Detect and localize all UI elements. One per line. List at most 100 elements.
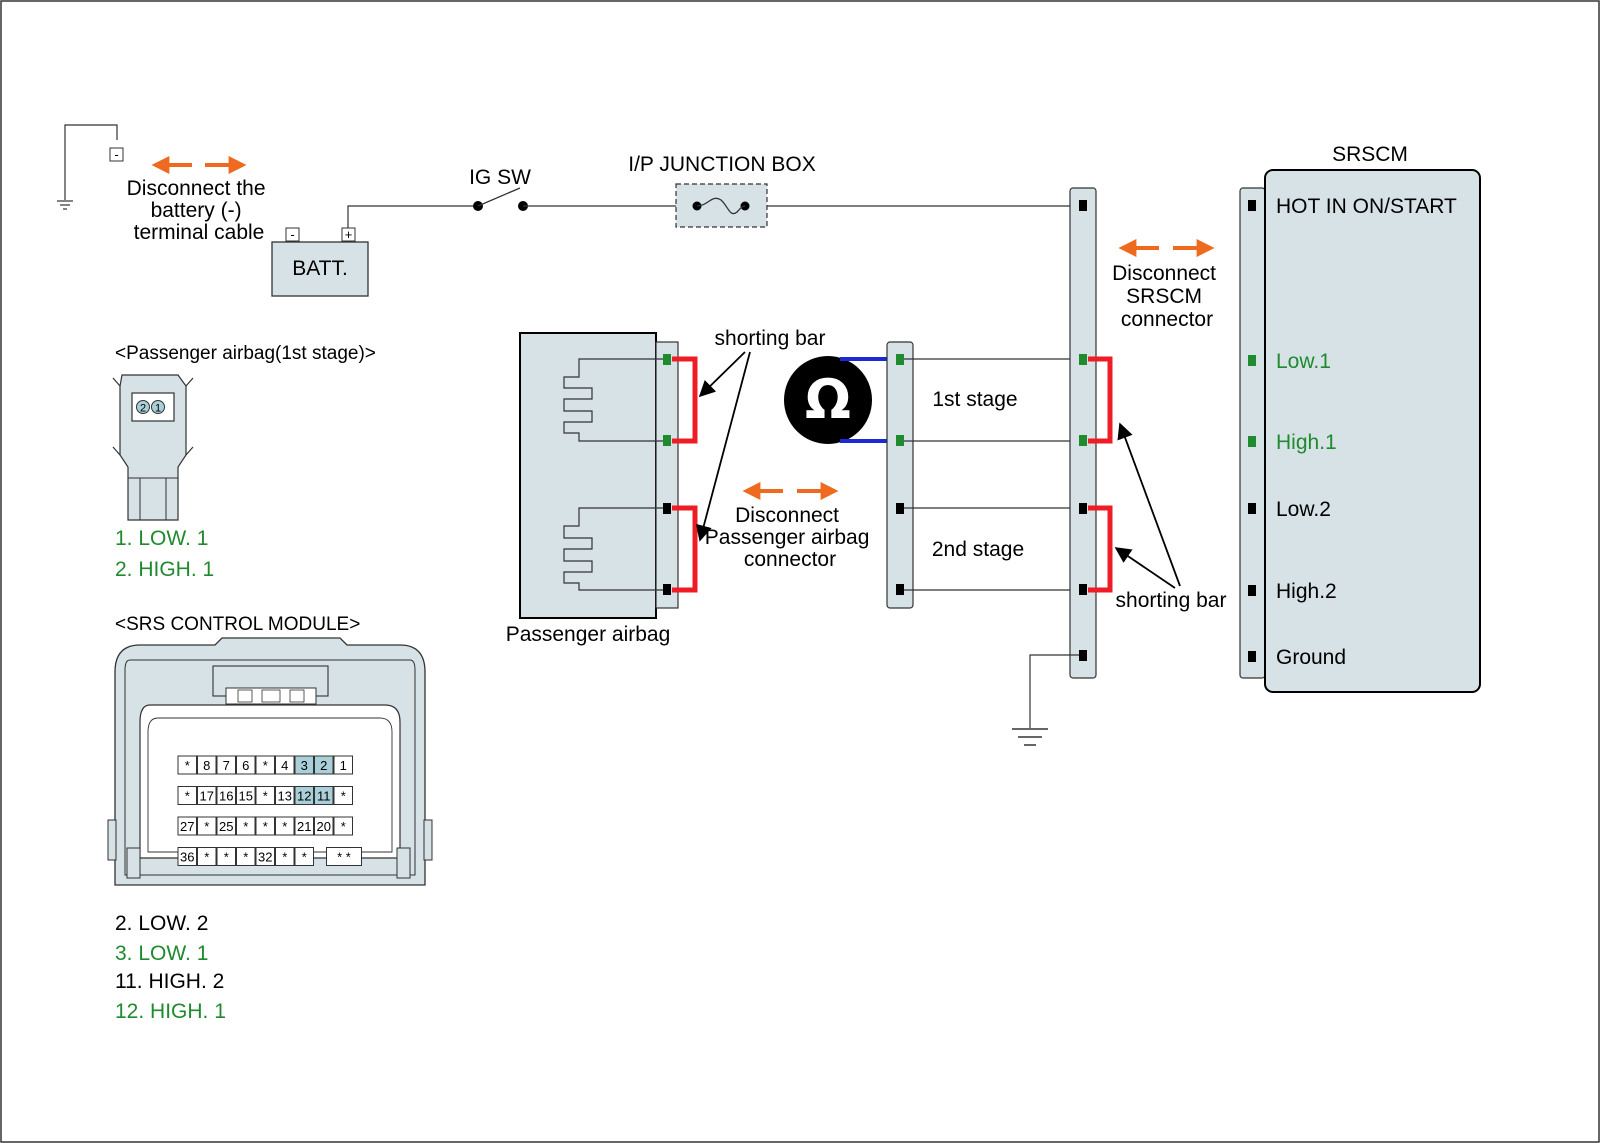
srs-pin-cell	[255, 847, 275, 866]
srscm-pin-label: Ground	[1276, 646, 1346, 669]
srscm-shorting-bar-1	[1088, 356, 1113, 444]
passenger-airbag-body	[519, 332, 657, 619]
srs-pin-number: * *	[337, 850, 351, 865]
passenger-airbag-label: Passenger airbag	[506, 623, 671, 646]
ig-switch-blade	[477, 187, 521, 207]
srs-pin-cell	[333, 816, 353, 836]
pa-terminal-4	[663, 584, 671, 595]
srs-pin-cell	[197, 847, 217, 866]
srs-pin-number: 12	[297, 789, 311, 804]
srs-pin-cell	[294, 816, 314, 836]
srs-pin-cell	[255, 816, 275, 836]
srs-pin-number: 20	[317, 819, 331, 834]
srs-pin-number: 8	[203, 758, 210, 773]
srs-pin-number: 11	[317, 789, 331, 804]
ip-junction-box	[675, 183, 768, 228]
srscm-connector-strip	[1239, 187, 1266, 679]
srscm-pin-terminal	[1248, 355, 1256, 366]
srscm-pin-terminal	[1248, 436, 1256, 447]
srs-pin-number: 21	[297, 819, 311, 834]
srs-pin-cell	[275, 786, 295, 805]
srs-pin-number: 4	[281, 758, 288, 773]
srs-pin-number: 17	[200, 789, 214, 804]
srs-pin-cell	[314, 786, 334, 805]
srs-pin-cell	[314, 816, 334, 836]
srs-pin-number: 13	[278, 789, 292, 804]
ohmmeter-icon	[784, 356, 872, 444]
svg-text:Ω: Ω	[805, 368, 851, 431]
passenger-airbag-connector-strip	[655, 341, 679, 609]
shorting-bar-arrow-4	[1114, 547, 1176, 589]
fuse-symbol	[696, 197, 746, 215]
srs-pin-cell	[236, 816, 256, 836]
srs-pin-number: *	[341, 789, 346, 804]
srs-pin-cell	[255, 786, 275, 805]
srscm-module: SRSCM HOT IN ON/STARTLow.1High.1Low.2Hig…	[1239, 143, 1481, 693]
passenger-pin-2	[136, 400, 150, 414]
shorting-bar-arrow-3	[1117, 422, 1181, 587]
srs-pin-number: *	[341, 819, 346, 834]
srscm-pin-label: High.2	[1276, 580, 1337, 603]
passenger-airbag-module: Passenger airbag	[506, 332, 698, 646]
srs-pin-cell	[216, 755, 236, 775]
passenger-connector-title: <Passenger airbag(1st stage)>	[115, 343, 376, 364]
srs-pin-number: *	[263, 758, 268, 773]
srs-pin-cell	[236, 786, 256, 805]
battery-minus-terminal	[285, 227, 300, 242]
second-stage-label: 2nd stage	[932, 538, 1024, 561]
srs-pin-cell	[275, 816, 295, 836]
srs-legend-3: 11. HIGH. 2	[115, 970, 224, 993]
srscm-pin-terminal	[1248, 503, 1256, 514]
pa-shorting-bar-1	[672, 356, 698, 444]
srs-pin-number: 7	[223, 758, 230, 773]
srs-pin-cell	[275, 847, 295, 866]
svg-text:+: +	[345, 227, 353, 242]
srs-pin-cell	[236, 847, 256, 866]
srs-pin-cell	[236, 755, 256, 775]
srs-pin-cell	[216, 786, 236, 805]
srs-pin-cell	[216, 816, 236, 836]
harness-connector-right	[1069, 187, 1097, 679]
srscm-pin-label: HOT IN ON/START	[1276, 195, 1457, 218]
srs-pin-cell	[177, 755, 197, 775]
first-stage-label: 1st stage	[932, 388, 1017, 411]
srs-pin-cell	[294, 786, 314, 805]
passenger-legend-1: 1. LOW. 1	[115, 527, 208, 550]
srs-pin-cell	[216, 847, 236, 866]
srscm-pin-terminal	[1248, 651, 1256, 662]
srs-pin-cell	[294, 755, 314, 775]
battery-disconnect-text: Disconnect the battery (-) terminal cabl…	[127, 177, 272, 244]
srs-pin-number: *	[243, 819, 248, 834]
srs-pin-number: 32	[258, 850, 272, 865]
srs-pin-number: *	[243, 850, 248, 865]
srs-pin-number: 16	[219, 789, 233, 804]
svg-text:1: 1	[155, 403, 161, 415]
shorting-bar-arrow-1	[698, 351, 746, 398]
srs-pin-cell	[333, 786, 353, 805]
srscm-pin-label: High.1	[1276, 431, 1337, 454]
srs-pin-number: 15	[239, 789, 253, 804]
srs-pin-number: 36	[180, 850, 194, 865]
passenger-pin-1	[151, 400, 165, 414]
passenger-connector-view: <Passenger airbag(1st stage)> 2 1 1. LOW…	[112, 343, 376, 581]
srs-pin-cell	[197, 786, 217, 805]
srs-pin-number: 25	[219, 819, 233, 834]
srs-pin-cell	[314, 755, 334, 775]
srs-pin-number: *	[204, 850, 209, 865]
srs-pin-cell	[326, 847, 362, 866]
srs-pin-number: *	[263, 789, 268, 804]
srs-pin-number: *	[282, 850, 287, 865]
srs-legend-4: 12. HIGH. 1	[115, 1000, 226, 1023]
srscm-body	[1264, 169, 1481, 693]
harness-connector-left	[886, 341, 914, 609]
test-harness: Ω 1st stage 2nd stage	[784, 187, 1113, 746]
shorting-bar-label-bottom: shorting bar	[1116, 589, 1227, 612]
srs-pin-cell	[294, 847, 314, 866]
srs-module-title: <SRS CONTROL MODULE>	[115, 614, 360, 635]
shorting-bar-arrow-2	[695, 351, 751, 542]
srs-pin-number: 27	[180, 819, 194, 834]
